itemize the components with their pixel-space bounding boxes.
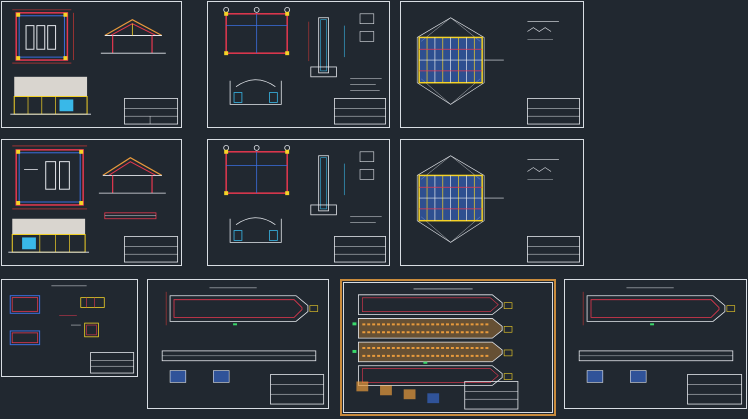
drawing-sheet-small-details[interactable] — [1, 279, 138, 377]
column-detail-drawing — [223, 145, 386, 263]
tank-plan-drawing — [578, 287, 743, 405]
roof-framing-drawing — [416, 17, 580, 125]
drawing-sheet-tank-plan-1[interactable] — [147, 279, 329, 409]
drawing-sheet-roof-framing-2[interactable] — [400, 139, 584, 266]
drawing-sheet-column-detail-1[interactable] — [207, 1, 390, 128]
tank-plan-drawing — [161, 287, 325, 405]
house-plan-drawing — [10, 9, 179, 125]
small-details-drawing — [9, 285, 135, 374]
drawing-sheet-roof-framing-1[interactable] — [400, 1, 584, 128]
tank-plan-multi-drawing — [352, 288, 519, 410]
column-detail-drawing — [223, 7, 386, 125]
drawing-sheet-tank-plan-2[interactable] — [564, 279, 747, 409]
drawing-sheet-column-detail-2[interactable] — [207, 139, 390, 266]
drawing-sheet-house-plan-1[interactable] — [1, 1, 182, 128]
drawing-sheet-tank-plan-selected[interactable] — [340, 279, 556, 416]
drawing-sheet-house-plan-2[interactable] — [1, 139, 182, 266]
roof-framing-drawing — [416, 155, 580, 263]
house-plan-drawing — [8, 145, 179, 263]
